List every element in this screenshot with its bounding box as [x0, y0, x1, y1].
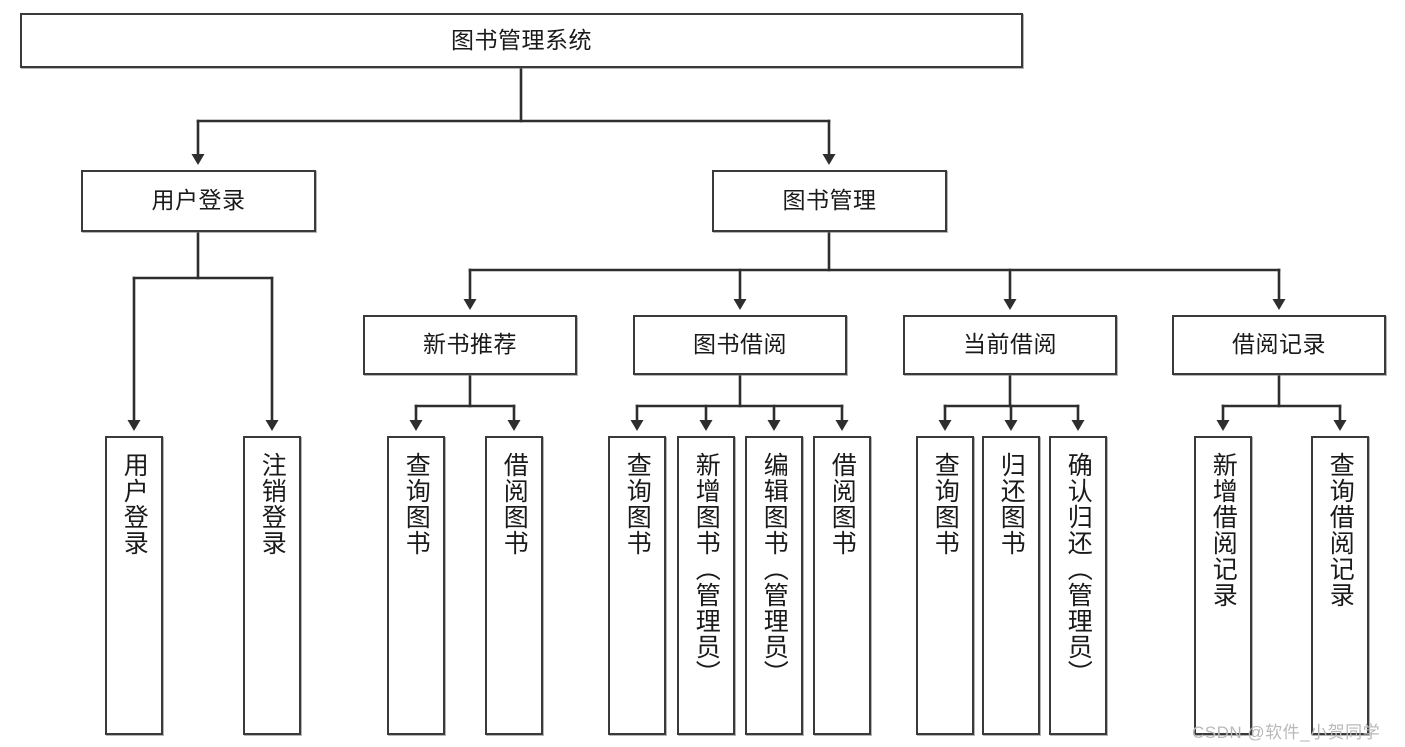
leaf-record-add[interactable]: 新增借阅记录 [1194, 436, 1252, 735]
node-borrow-record[interactable]: 借阅记录 [1172, 315, 1386, 375]
leaf-borrow-edit-book-admin-label: 编辑图书（管理员） [760, 452, 789, 686]
leaf-current-query-book-label: 查询图书 [931, 452, 960, 556]
leaf-new-book-query[interactable]: 查询图书 [387, 436, 445, 735]
leaf-record-query[interactable]: 查询借阅记录 [1311, 436, 1369, 735]
leaf-current-confirm-return-admin[interactable]: 确认归还（管理员） [1049, 436, 1107, 735]
leaf-user-login-signin[interactable]: 用户登录 [105, 436, 163, 735]
leaf-new-book-borrow-label: 借阅图书 [500, 452, 529, 556]
leaf-new-book-borrow[interactable]: 借阅图书 [485, 436, 543, 735]
node-root-label: 图书管理系统 [451, 26, 592, 53]
leaf-user-login-signout[interactable]: 注销登录 [243, 436, 301, 735]
node-current-borrow[interactable]: 当前借阅 [903, 315, 1117, 375]
leaf-new-book-query-label: 查询图书 [402, 452, 431, 556]
watermark-text: CSDN @软件_小贺同学 [1192, 723, 1381, 742]
leaf-record-query-label: 查询借阅记录 [1326, 452, 1355, 608]
leaf-user-login-signout-label: 注销登录 [258, 452, 287, 556]
leaf-current-confirm-return-admin-label: 确认归还（管理员） [1064, 452, 1093, 686]
node-current-borrow-label: 当前借阅 [963, 331, 1057, 358]
leaf-borrow-add-book-admin[interactable]: 新增图书（管理员） [677, 436, 735, 735]
leaf-record-add-label: 新增借阅记录 [1209, 452, 1238, 608]
leaf-borrow-borrow-book[interactable]: 借阅图书 [813, 436, 871, 735]
node-book-management[interactable]: 图书管理 [712, 170, 947, 232]
node-borrow-record-label: 借阅记录 [1232, 331, 1326, 358]
leaf-current-return-book-label: 归还图书 [997, 452, 1026, 556]
node-book-management-label: 图书管理 [782, 187, 877, 214]
node-book-borrow-label: 图书借阅 [693, 331, 787, 358]
leaf-user-login-signin-label: 用户登录 [120, 452, 149, 556]
leaf-borrow-query-book[interactable]: 查询图书 [608, 436, 666, 735]
node-new-book-recommend-label: 新书推荐 [423, 331, 517, 358]
leaf-borrow-edit-book-admin[interactable]: 编辑图书（管理员） [745, 436, 803, 735]
leaf-borrow-borrow-book-label: 借阅图书 [828, 452, 857, 556]
node-user-login[interactable]: 用户登录 [81, 170, 316, 232]
leaf-current-return-book[interactable]: 归还图书 [982, 436, 1040, 735]
leaf-borrow-add-book-admin-label: 新增图书（管理员） [692, 452, 721, 686]
node-new-book-recommend[interactable]: 新书推荐 [363, 315, 577, 375]
node-book-borrow[interactable]: 图书借阅 [633, 315, 847, 375]
node-user-login-label: 用户登录 [151, 187, 246, 214]
leaf-current-query-book[interactable]: 查询图书 [916, 436, 974, 735]
leaf-borrow-query-book-label: 查询图书 [623, 452, 652, 556]
node-root-system[interactable]: 图书管理系统 [20, 13, 1023, 68]
